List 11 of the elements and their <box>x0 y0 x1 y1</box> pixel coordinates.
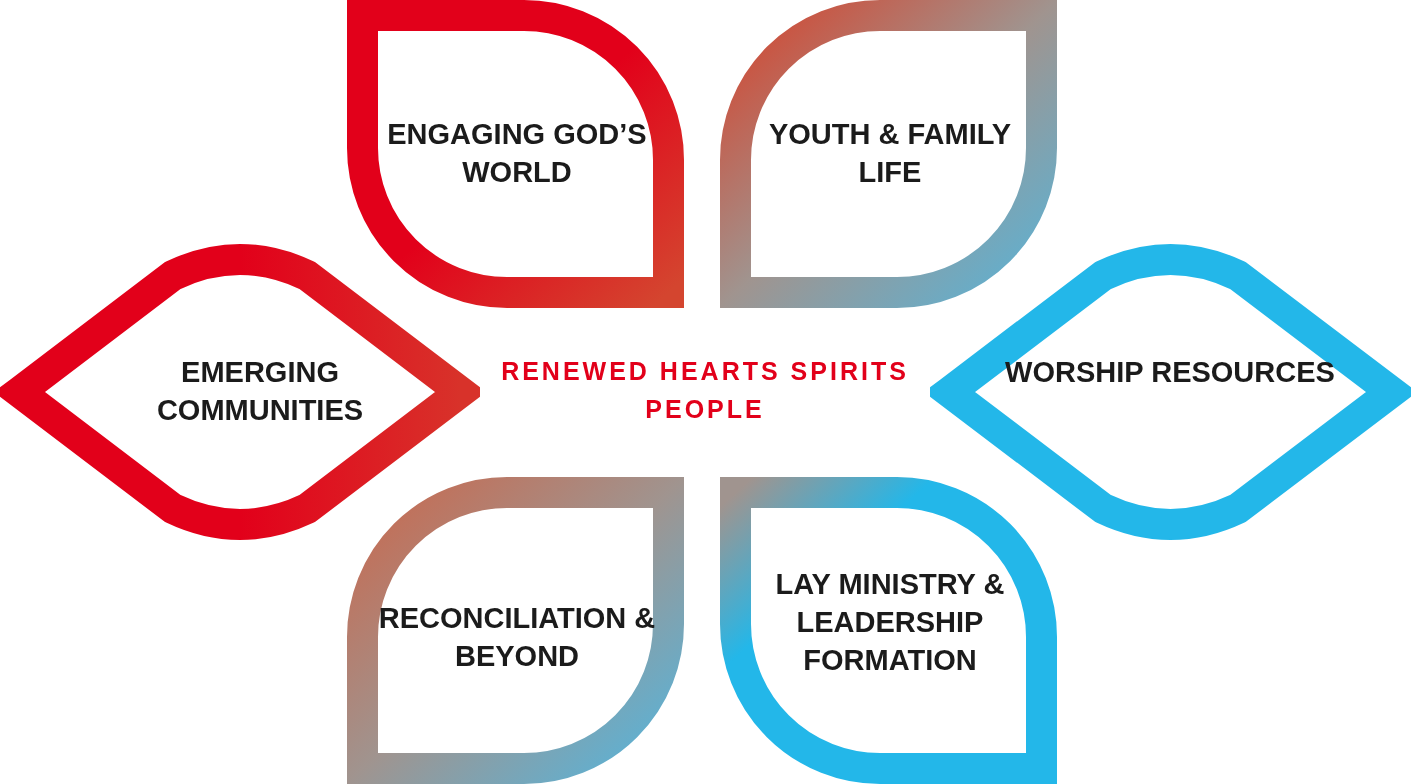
leaf-shape <box>347 0 684 308</box>
node-text: ENGAGING GOD’S WORLD <box>386 117 648 190</box>
node-text: LAY MINISTRY & LEADERSHIP FORMATION <box>774 567 1006 678</box>
leaf-shape <box>347 477 684 784</box>
node-text: RECONCILIATION & BEYOND <box>377 601 657 674</box>
node-text: YOUTH & FAMILY LIFE <box>767 117 1013 190</box>
leaf-shape <box>720 477 1057 784</box>
node-text: EMERGING COMMUNITIES <box>155 355 365 428</box>
center-label: RENEWED HEARTS SPIRITS PEOPLE <box>500 356 910 425</box>
leaf-shape <box>720 0 1057 308</box>
node-text: WORSHIP RESOURCES <box>1004 355 1336 390</box>
